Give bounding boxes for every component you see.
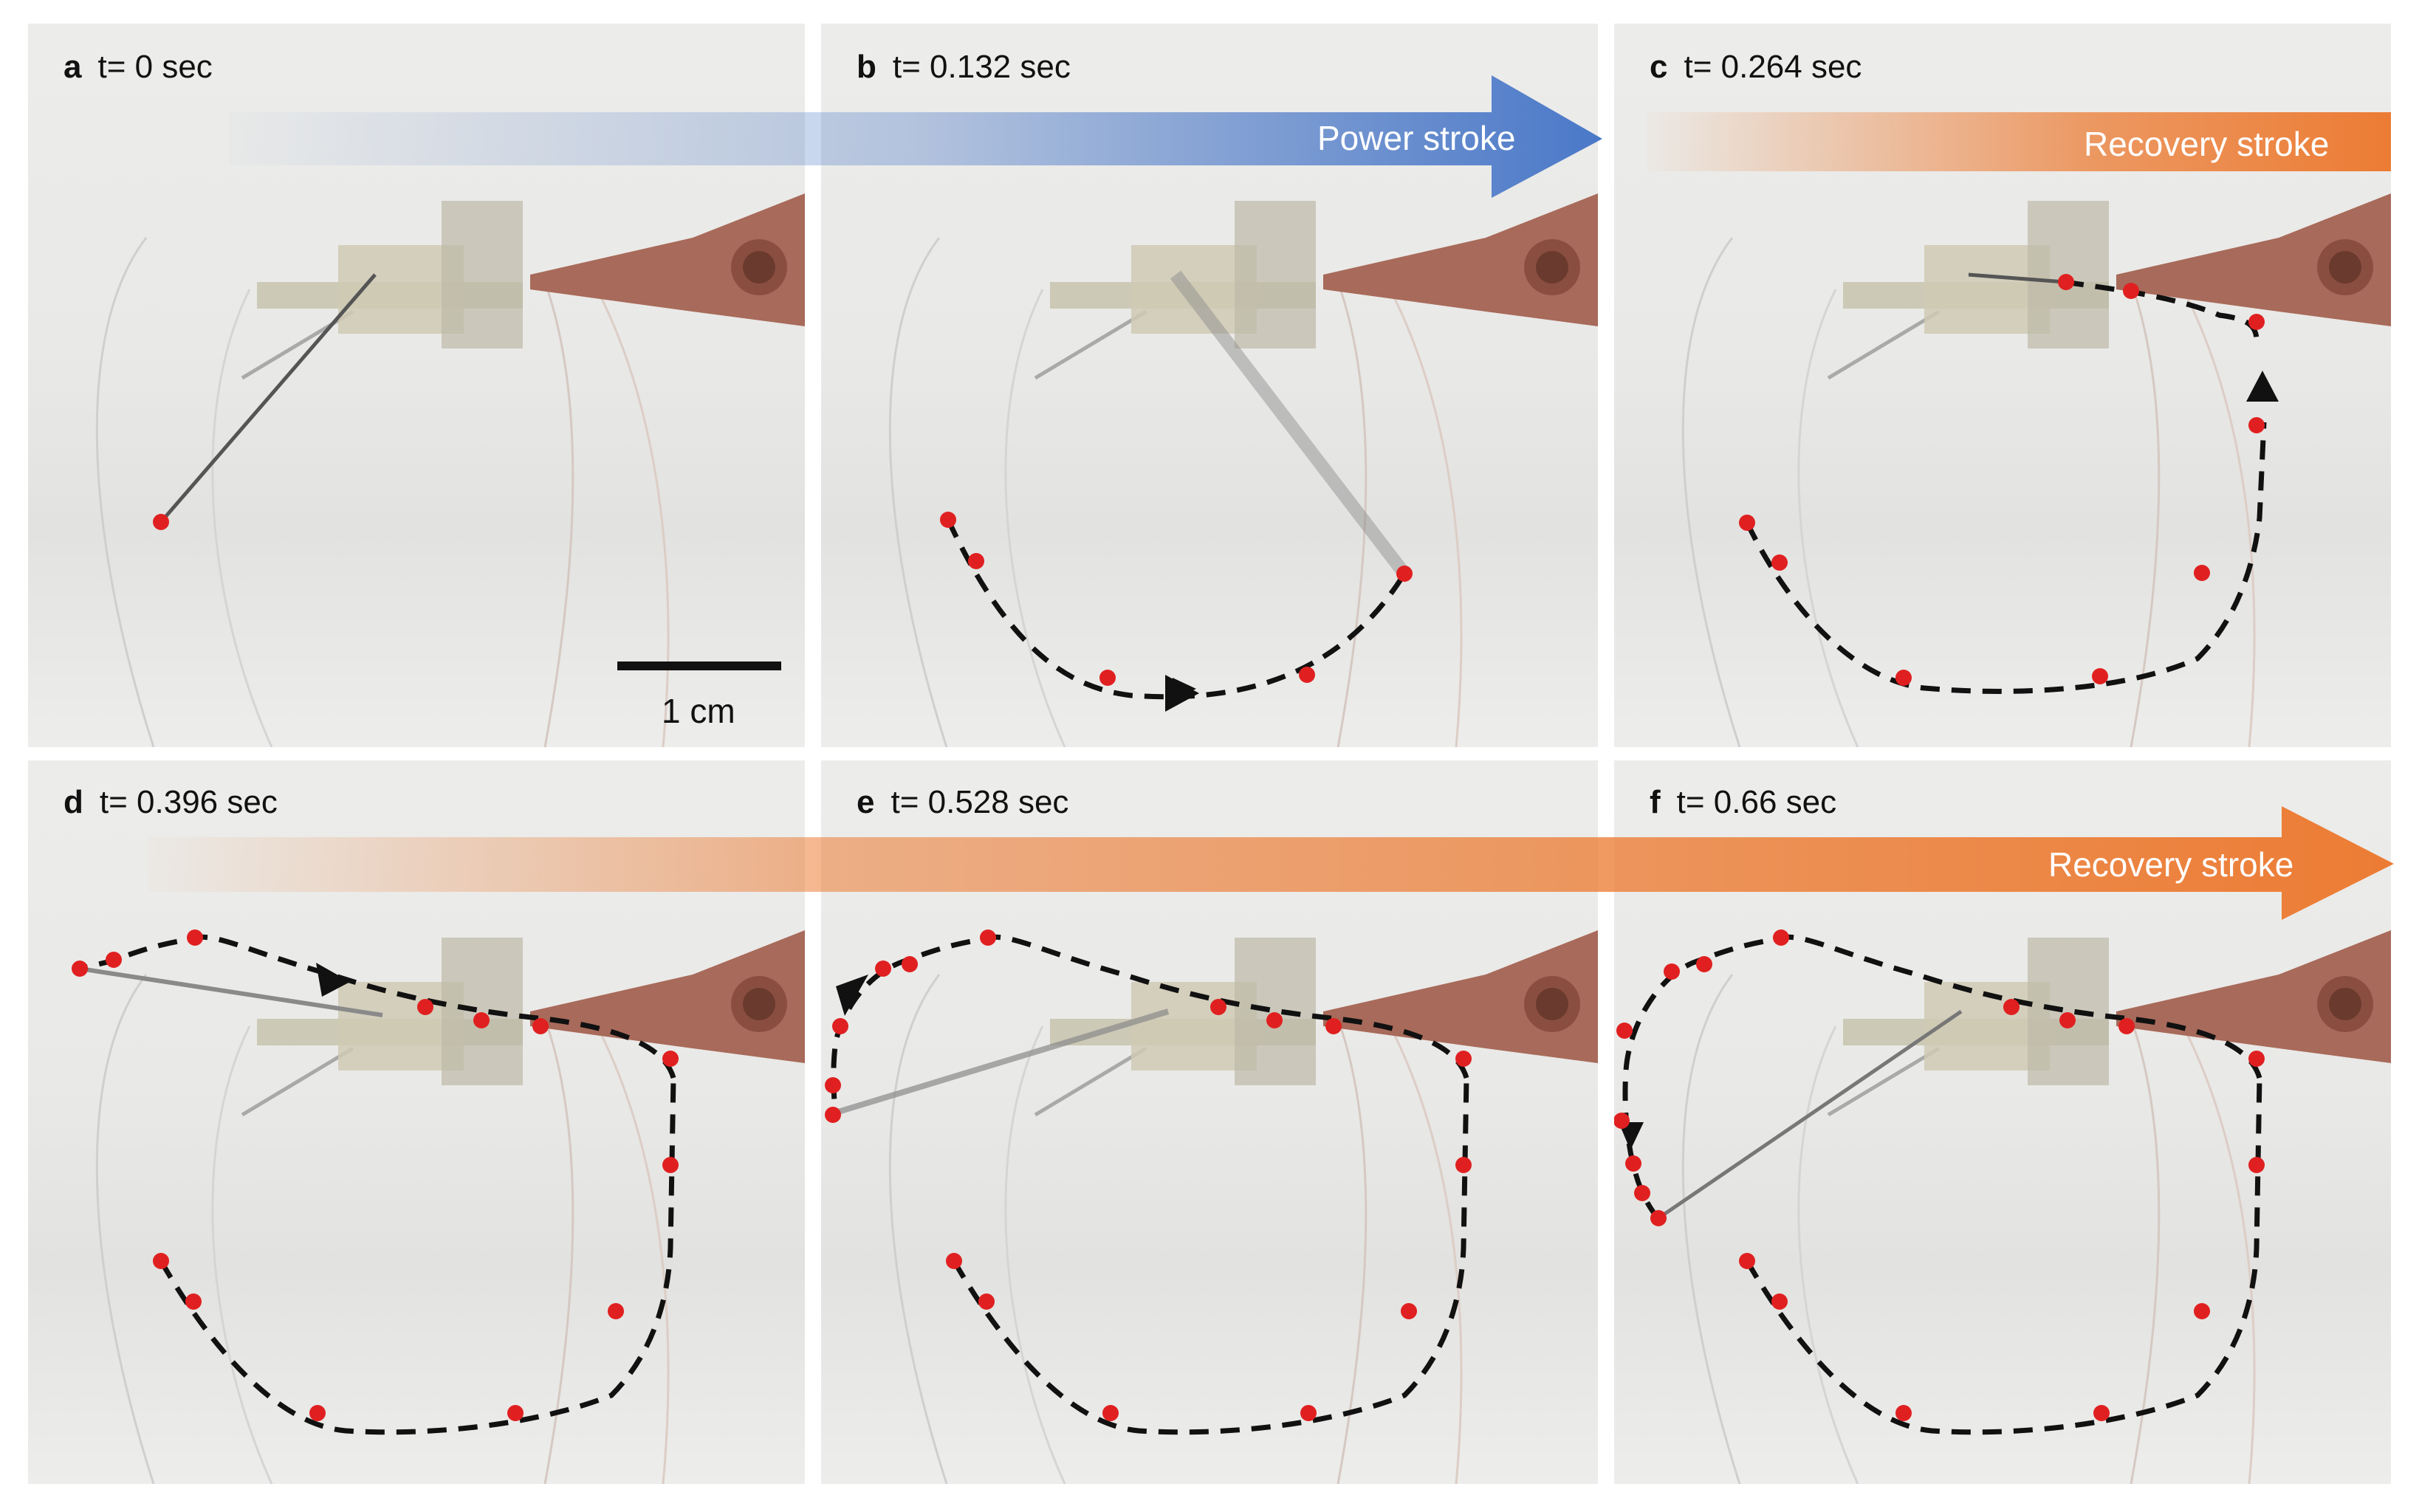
scale-bar-label: 1 cm	[662, 692, 735, 730]
panel-letter: d	[64, 784, 83, 820]
panel-a-photo	[95, 193, 805, 747]
panel-a: a t= 0 sec 1 cm	[28, 24, 805, 747]
panel-letter: c	[1650, 49, 1668, 85]
panel-letter: a	[64, 49, 82, 85]
power-stroke-label: Power stroke	[1317, 119, 1516, 157]
recovery-stroke-label-top: Recovery stroke	[2084, 125, 2330, 163]
panel-b-photo	[888, 193, 1598, 747]
panel-d: d t= 0.396 sec	[28, 760, 805, 1484]
panel-letter: f	[1650, 784, 1661, 820]
panel-label: c t= 0.264 sec	[1650, 49, 1862, 86]
panel-d-photo	[72, 929, 805, 1484]
panel-f-photo	[1614, 929, 2391, 1484]
panel-label: b t= 0.132 sec	[857, 49, 1071, 86]
tip-marker	[153, 514, 169, 530]
panel-time: t= 0.132 sec	[892, 49, 1071, 85]
panel-e-photo	[825, 929, 1598, 1484]
panel-label: e t= 0.528 sec	[857, 784, 1068, 821]
panel-letter: e	[857, 784, 875, 820]
panel-c-photo	[1681, 193, 2391, 747]
panel-letter: b	[857, 49, 876, 85]
panel-label: a t= 0 sec	[64, 49, 213, 86]
panel-time: t= 0.528 sec	[891, 784, 1069, 820]
panel-label: d t= 0.396 sec	[64, 784, 278, 821]
panel-time: t= 0.264 sec	[1684, 49, 1862, 85]
panel-label: f t= 0.66 sec	[1650, 784, 1836, 821]
panel-time: t= 0.396 sec	[99, 784, 278, 820]
panel-time: t= 0.66 sec	[1676, 784, 1837, 820]
panel-e: e t= 0.528 sec	[821, 760, 1598, 1484]
recovery-stroke-label-bottom: Recovery stroke	[2048, 845, 2294, 884]
scale-bar	[617, 662, 781, 670]
panel-time: t= 0 sec	[97, 49, 213, 85]
